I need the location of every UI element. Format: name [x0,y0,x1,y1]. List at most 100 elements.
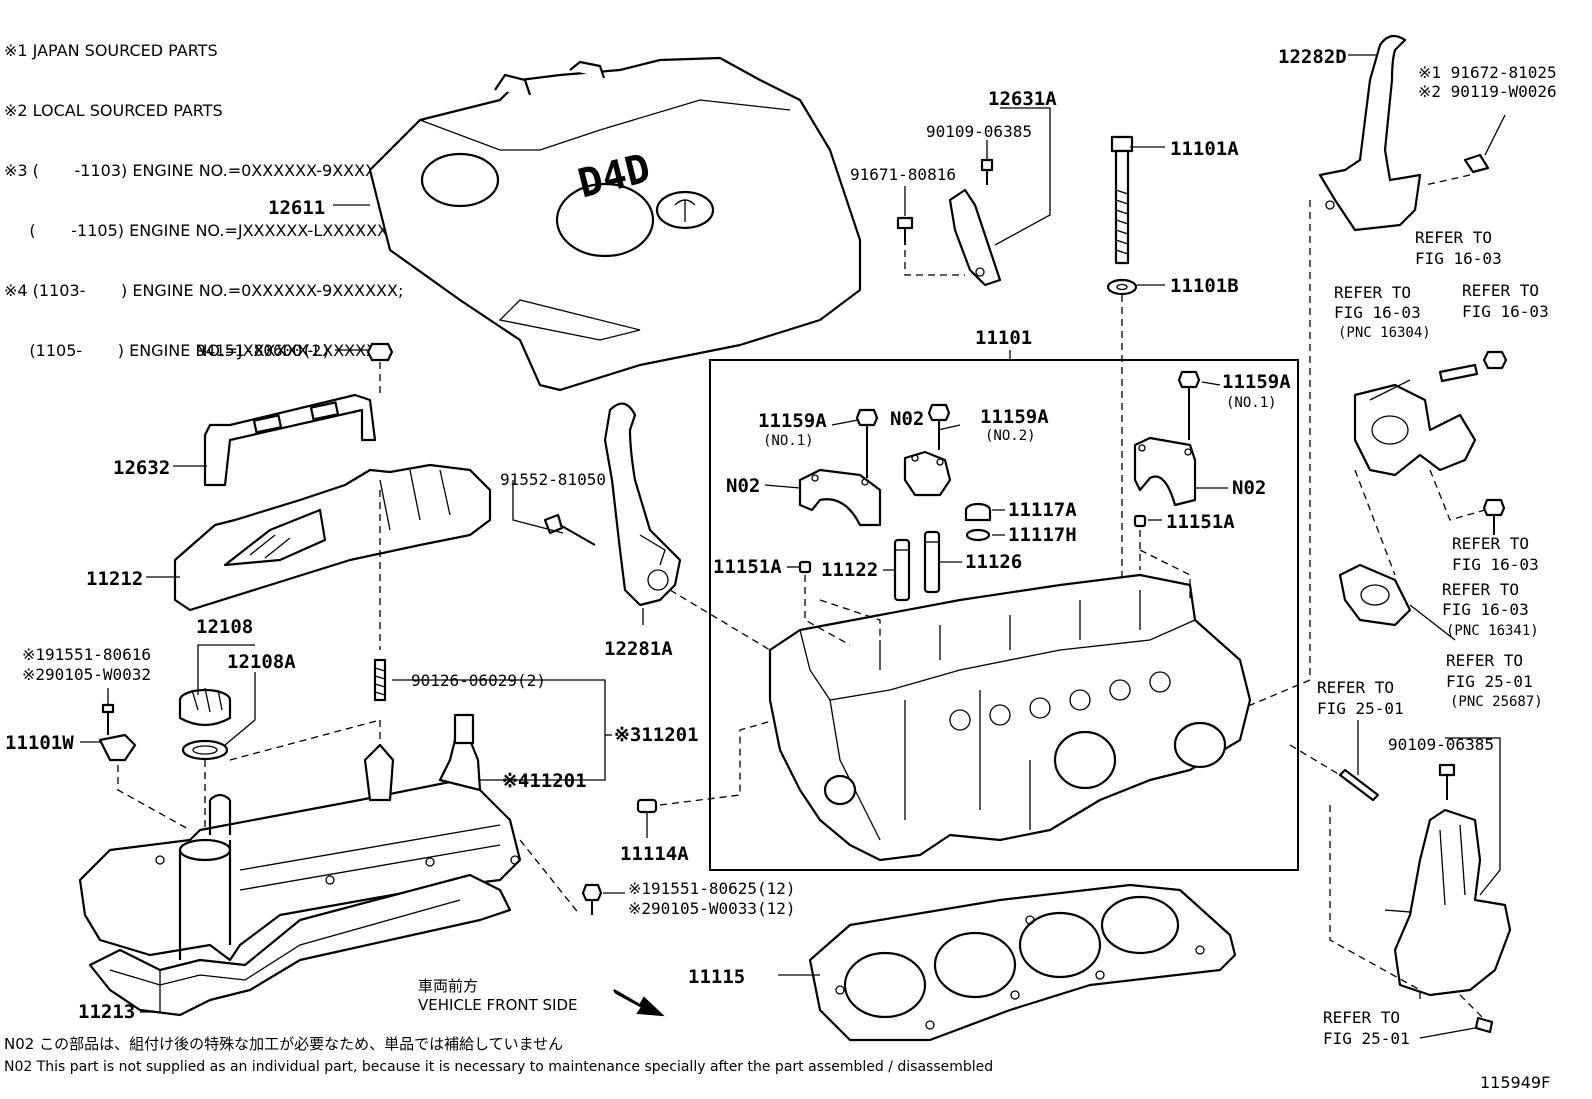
label-11213[interactable]: 11213 [78,1001,135,1023]
dowel-pin-11114a[interactable] [636,798,658,814]
pin-11151a-right[interactable] [1133,514,1147,528]
washer-11101b[interactable] [1106,278,1138,296]
refer-16-03-mid-b[interactable]: FIG 16-03 [1452,555,1539,574]
bearing-cap-n02-left[interactable] [798,468,882,527]
valve-guide-11126[interactable] [923,530,941,594]
bolt-11159a-no1-left[interactable] [855,408,879,478]
label-91671-80816[interactable]: 91671-80816 [850,165,956,184]
refer-16-03-right-b[interactable]: FIG 16-03 [1462,302,1549,321]
label-11117h[interactable]: 11117H [1008,524,1077,546]
label-11151a-left[interactable]: 11151A [713,556,782,578]
cylinder-head-gasket-11115[interactable] [808,883,1237,1042]
label-11159a-no1-right[interactable]: 11159A [1222,371,1291,393]
bolt-11101a[interactable] [1110,135,1134,265]
label-90126-06029[interactable]: 90126-06029(2) [411,671,546,690]
refer-16-03-right-a[interactable]: REFER TO [1462,281,1539,300]
water-outlet-gasket[interactable] [1338,563,1412,627]
bracket-12631a[interactable] [948,188,1002,287]
bolt-water-outlet[interactable] [1482,498,1506,535]
refer-16-03-mid-a[interactable]: REFER TO [1452,534,1529,553]
pin-11151a-left[interactable] [798,560,812,574]
bolt-refer-25-01-bottom[interactable] [1474,1016,1494,1034]
cylinder-head-cover-11201[interactable] [78,713,522,962]
refer-25-01-pnc25687-a[interactable]: REFER TO [1446,651,1523,670]
gasket-12108a[interactable] [181,739,229,761]
label-12632[interactable]: 12632 [113,457,170,479]
cylinder-head-11101[interactable] [768,573,1252,862]
nut-94151[interactable] [366,342,394,362]
label-90105-w0032[interactable]: ※290105-W0032 [22,665,151,684]
engine-hanger-12282d[interactable] [1318,34,1422,232]
bracket-25687[interactable] [1384,808,1512,997]
label-11201-type4[interactable]: ※411201 [502,770,587,792]
o-ring-11117h[interactable] [965,528,991,542]
label-91551-80616[interactable]: ※191551-80616 [22,645,151,664]
label-11101a[interactable]: 11101A [1170,138,1239,160]
label-n02-right[interactable]: N02 [1232,477,1266,499]
label-91552-81050[interactable]: 91552-81050 [500,470,606,489]
refer-25-01-left-a[interactable]: REFER TO [1317,678,1394,697]
engine-cover[interactable]: D4D [368,56,862,392]
bolt-90109b[interactable] [1438,763,1456,800]
label-12281a[interactable]: 12281A [604,638,673,660]
label-12631a[interactable]: 12631A [988,88,1057,110]
label-11122[interactable]: 11122 [821,559,878,581]
head-cover-insulator-11212[interactable] [173,463,492,612]
label-11101[interactable]: 11101 [975,327,1032,349]
label-11159a-no1-left[interactable]: 11159A [758,410,827,432]
label-12611[interactable]: 12611 [268,197,325,219]
label-n02-left[interactable]: N02 [726,475,760,497]
refer-25-01-bottom-b[interactable]: FIG 25-01 [1323,1029,1410,1048]
label-n02-mid[interactable]: N02 [890,408,924,430]
label-11212[interactable]: 11212 [86,568,143,590]
hanger-rod-12632[interactable] [203,393,377,487]
label-11115[interactable]: 11115 [688,966,745,988]
bolt-11159a-no1-right[interactable] [1177,370,1201,440]
bolt-11159a-no2[interactable] [927,403,951,450]
label-90109-06385-right[interactable]: 90109-06385 [1388,735,1494,754]
refer-25-01-pnc25687-c[interactable]: (PNC 25687) [1450,694,1543,710]
refer-16-03-pnc16341-a[interactable]: REFER TO [1442,580,1519,599]
stud-water-outlet[interactable] [1438,363,1479,383]
bearing-cap-n02-right[interactable] [1133,436,1197,507]
label-12108a[interactable]: 12108A [227,651,296,673]
bolt-91551b[interactable] [581,883,603,915]
label-12108[interactable]: 12108 [196,616,253,638]
oil-filler-cap-12108[interactable] [178,687,232,727]
label-11151a-right[interactable]: 11151A [1166,511,1235,533]
bolt-91671[interactable] [896,216,914,245]
refer-25-01-left-b[interactable]: FIG 25-01 [1317,699,1404,718]
nut-water-outlet[interactable] [1482,350,1508,370]
cylinder-head-cover-gasket-11213[interactable] [88,873,512,1017]
refer-16-03-pnc16304-c[interactable]: (PNC 16304) [1338,325,1431,341]
label-91672-81025[interactable]: ※1 91672-81025 [1418,63,1557,82]
refer-16-03-pnc16304-b[interactable]: FIG 16-03 [1334,303,1421,322]
label-11114a[interactable]: 11114A [620,843,689,865]
label-11117a[interactable]: 11117A [1008,499,1077,521]
bracket-11101w[interactable] [98,703,137,762]
refer-16-03-pnc16304-a[interactable]: REFER TO [1334,283,1411,302]
engine-hanger-12281a[interactable] [603,402,682,607]
stud-90126[interactable] [373,658,387,702]
label-90119-w0026[interactable]: ※2 90119-W0026 [1418,82,1557,101]
refer-16-03-top-a[interactable]: REFER TO [1415,228,1492,247]
refer-25-01-pnc25687-b[interactable]: FIG 25-01 [1446,672,1533,691]
bolt-91672[interactable] [1463,153,1490,174]
label-90109-06385-top[interactable]: 90109-06385 [926,122,1032,141]
refer-16-03-pnc16341-b[interactable]: FIG 16-03 [1442,600,1529,619]
label-12282d[interactable]: 12282D [1278,46,1347,68]
stud-refer-25-01[interactable] [1338,768,1380,802]
label-11159a-no2[interactable]: 11159A [980,406,1049,428]
label-11101b[interactable]: 11101B [1170,275,1239,297]
label-11201-type3[interactable]: ※311201 [614,724,699,746]
water-outlet[interactable] [1353,383,1477,477]
label-90105-w0033[interactable]: ※290105-W0033(12) [628,899,796,918]
label-11159a-no2-sub[interactable]: (NO.2) [985,428,1036,444]
plug-11117a[interactable] [964,502,992,522]
label-91551-80625[interactable]: ※191551-80625(12) [628,879,796,898]
refer-16-03-top-b[interactable]: FIG 16-03 [1415,249,1502,268]
label-11159a-no1-left-sub[interactable]: (NO.1) [763,433,814,449]
label-94151-80600[interactable]: 94151-80600(2) [196,341,331,360]
label-11101w[interactable]: 11101W [5,732,74,754]
bearing-cap-n02-mid[interactable] [903,450,952,497]
